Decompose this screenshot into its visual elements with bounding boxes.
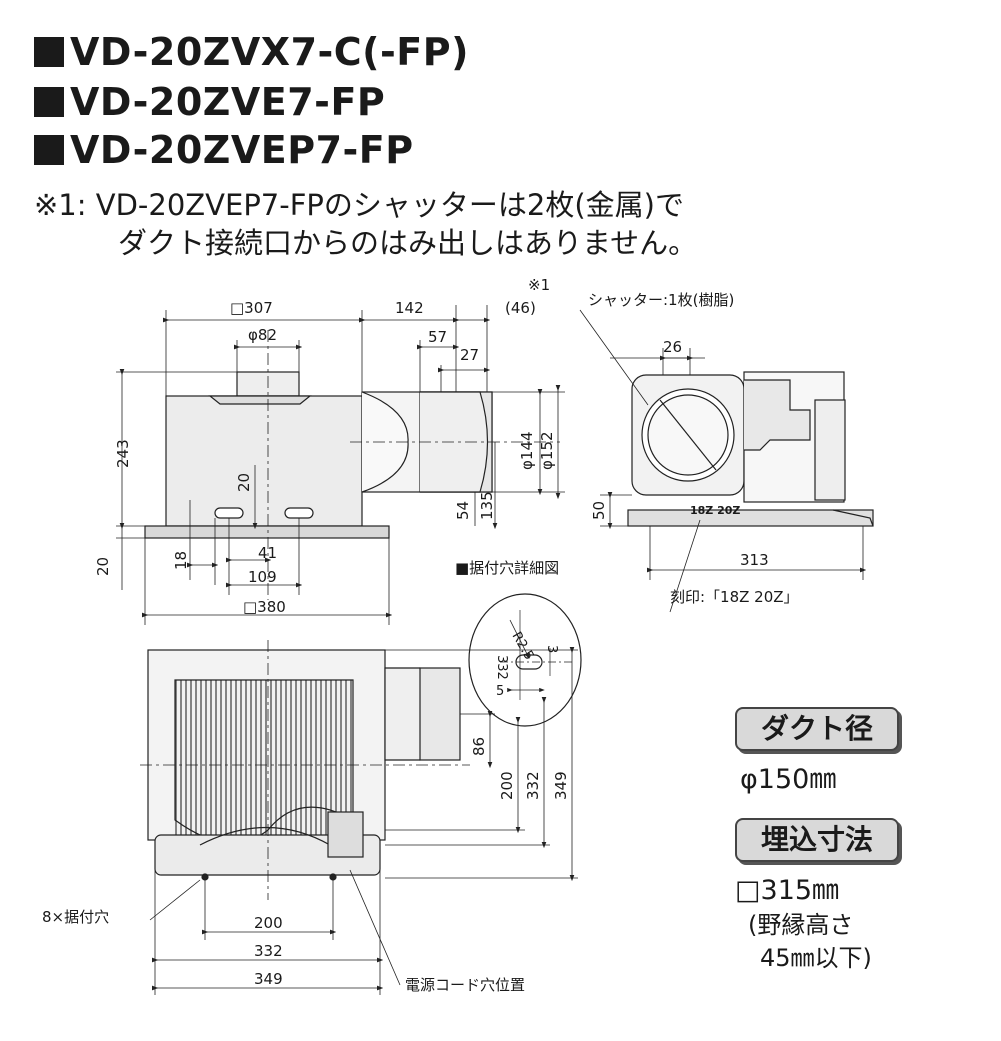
dim-142: 142 bbox=[395, 299, 424, 317]
dim-27: 27 bbox=[460, 346, 479, 364]
dim-26: 26 bbox=[663, 338, 682, 356]
note-mark: ※1 bbox=[528, 276, 550, 294]
dim-243: 243 bbox=[114, 439, 132, 468]
dim-54: 54 bbox=[454, 501, 472, 520]
dim-phi152: φ152 bbox=[538, 431, 556, 470]
model-3: VD-20ZVEP7-FP bbox=[34, 128, 414, 172]
dim-200-h: 200 bbox=[254, 914, 283, 932]
dim-349-v: 349 bbox=[552, 771, 570, 800]
dim-86: 86 bbox=[470, 737, 488, 756]
dim-50: 50 bbox=[590, 501, 608, 520]
dim-20-b: 20 bbox=[94, 557, 112, 576]
dim-307: □307 bbox=[230, 299, 273, 317]
mount-hole-detail bbox=[468, 593, 582, 727]
bottom-view bbox=[140, 640, 578, 995]
dim-57: 57 bbox=[428, 328, 447, 346]
detail-332: 332 bbox=[494, 655, 509, 680]
duct-diameter-value: φ150㎜ bbox=[740, 764, 837, 795]
dim-332-h: 332 bbox=[254, 942, 283, 960]
dim-332-v: 332 bbox=[524, 771, 542, 800]
detail-5: 5 bbox=[496, 684, 504, 699]
cord-hole-label: 電源コード穴位置 bbox=[405, 976, 525, 994]
embed-size-title: 埋込寸法 bbox=[735, 818, 899, 862]
dim-phi144: φ144 bbox=[518, 431, 536, 470]
dim-41: 41 bbox=[258, 544, 277, 562]
embed-size-value: □315㎜ bbox=[735, 875, 840, 906]
duct-diameter-title: ダクト径 bbox=[735, 707, 899, 751]
stamp-text: 18Z 20Z bbox=[690, 504, 740, 517]
note-line-2: ダクト接続口からのはみ出しはありません。 bbox=[118, 226, 698, 260]
embed-note-2: 45㎜以下) bbox=[760, 944, 872, 972]
dim-109: 109 bbox=[248, 568, 277, 586]
front-view bbox=[116, 305, 565, 625]
dim-18: 18 bbox=[172, 551, 190, 570]
stamp-label: 刻印:「18Z 20Z」 bbox=[670, 588, 799, 606]
dim-313: 313 bbox=[740, 551, 769, 569]
detail-3: 3 bbox=[544, 645, 559, 653]
model-1: VD-20ZVX7-C(-FP) bbox=[34, 30, 469, 74]
mount-holes-label: 8×据付穴 bbox=[42, 908, 109, 926]
side-view bbox=[579, 309, 874, 613]
dim-46: (46) bbox=[505, 299, 536, 317]
dim-135: 135 bbox=[478, 491, 496, 520]
shutter-label: シャッター:1枚(樹脂) bbox=[588, 291, 734, 309]
embed-note-1: (野縁高さ bbox=[748, 911, 854, 939]
dim-200-v: 200 bbox=[498, 771, 516, 800]
model-2: VD-20ZVE7-FP bbox=[34, 80, 385, 124]
dim-380: □380 bbox=[243, 598, 286, 616]
note-line-1: ※1: VD-20ZVEP7-FPのシャッターは2枚(金属)で bbox=[34, 188, 684, 222]
dim-phi82: φ82 bbox=[248, 326, 277, 344]
dim-20-v: 20 bbox=[235, 473, 253, 492]
dim-349-h: 349 bbox=[254, 970, 283, 988]
detail-title: ■据付穴詳細図 bbox=[455, 559, 559, 577]
